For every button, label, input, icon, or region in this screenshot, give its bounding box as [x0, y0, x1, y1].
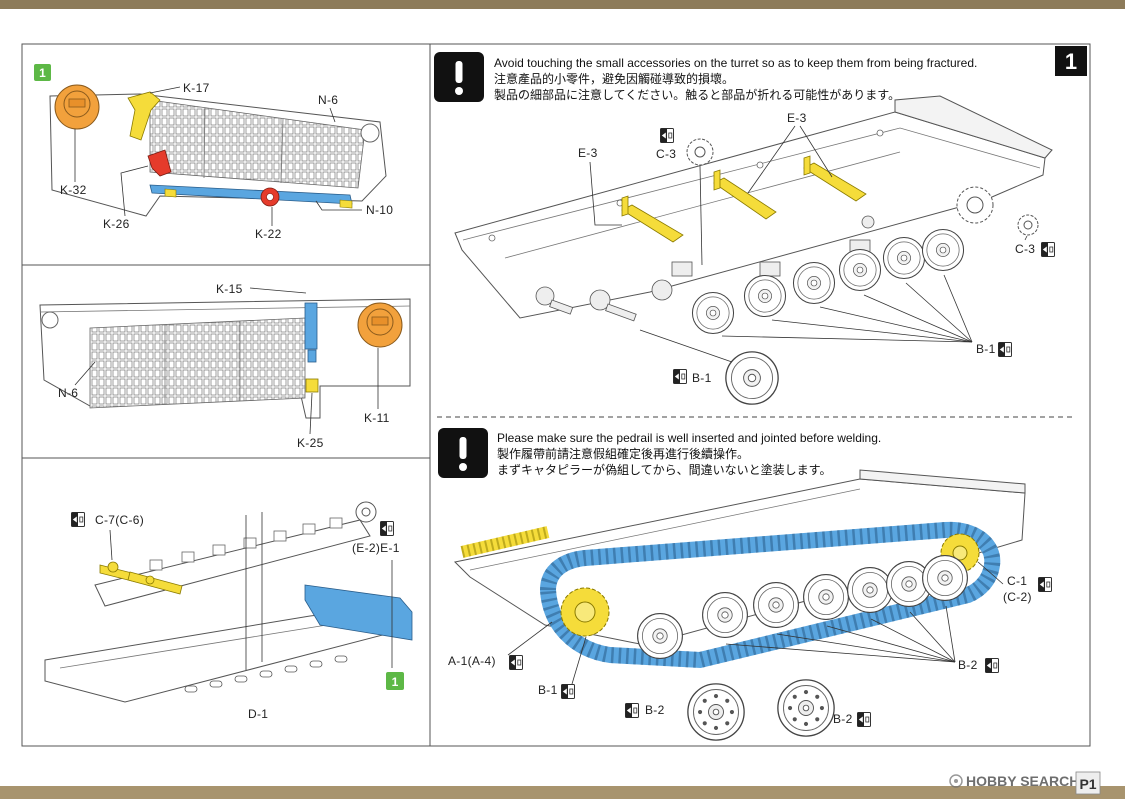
label-c7-c6: C-7(C-6)	[95, 513, 144, 527]
sprue-icon	[998, 342, 1012, 357]
section-track-assembly: Please make sure the pedrail is well ins…	[438, 428, 1052, 741]
part-c7-yellow	[99, 561, 183, 595]
part-c3-sprocket	[686, 138, 714, 166]
page-number: P1	[1079, 776, 1096, 792]
sprue-icon	[1041, 242, 1055, 257]
wheel-mounts	[149, 517, 343, 571]
page-frame	[21, 43, 1091, 747]
warning-text-ja: まずキャタピラーが偽組してから、間違いないと塗装します。	[497, 462, 831, 477]
label-k11: K-11	[364, 411, 390, 425]
label-b1-right: B-1	[976, 342, 996, 356]
label-e2-e1: (E-2)E-1	[352, 541, 400, 555]
watermark-logo-icon	[949, 774, 963, 788]
part-k26-red	[147, 149, 172, 177]
label-e3-top: E-3	[787, 111, 807, 125]
tow-hook-detail	[41, 311, 59, 329]
label-d1: D-1	[248, 707, 268, 721]
warning-icon	[438, 428, 488, 478]
step-number: 1	[1065, 49, 1077, 74]
label-k22: K-22	[255, 227, 282, 241]
warning-text-zh: 注意產品的小零件，避免因觸碰導致的損壞。	[494, 71, 734, 86]
part-k32-orange	[54, 84, 100, 130]
top-border-band	[0, 0, 1125, 9]
part-k11-orange	[357, 302, 403, 348]
suspension-arms	[535, 215, 875, 322]
label-e3-left: E-3	[578, 146, 598, 160]
sprue-icon	[625, 703, 639, 718]
sprue-icon	[1038, 577, 1052, 592]
part-e3-bars-yellow	[621, 155, 867, 243]
axle-stubs	[184, 655, 348, 693]
bottom-border-band	[0, 786, 1125, 799]
label-n6: N-6	[318, 93, 338, 107]
label-k15: K-15	[216, 282, 243, 296]
front-sprocket-yellow	[560, 587, 610, 637]
part-k15-blue	[304, 302, 318, 350]
warning-text-zh: 製作履帶前請注意假組確定後再進行後續操作。	[497, 446, 749, 461]
watermark-text: HOBBY SEARCH	[966, 773, 1079, 789]
warning-text-en: Avoid touching the small accessories on …	[494, 56, 977, 70]
step-badge-green: 1	[386, 672, 404, 690]
badge-number: 1	[39, 66, 46, 80]
sprue-icon	[380, 521, 394, 536]
panel-bottom-hull-side: C-7(C-6) (E-2)E-1 D-1 1	[44, 501, 413, 721]
page-number-box	[1075, 771, 1101, 795]
part-blue-fender	[304, 584, 413, 641]
label-c1: C-1	[1007, 574, 1027, 588]
warning-icon	[434, 52, 484, 102]
road-wheel-b2-separate	[777, 679, 835, 737]
rear-grille	[89, 317, 306, 409]
label-k26: K-26	[103, 217, 130, 231]
sprue-icon	[561, 684, 575, 699]
road-wheel-b2-separate	[687, 683, 745, 741]
label-b2-left: B-2	[645, 703, 665, 717]
sprue-icon	[71, 512, 85, 527]
part-k17-yellow	[127, 91, 161, 141]
label-b1-left: B-1	[692, 371, 712, 385]
label-n10: N-10	[366, 203, 393, 217]
sprue-icon	[857, 712, 871, 727]
label-c2: (C-2)	[1003, 590, 1032, 604]
warning-text-en: Please make sure the pedrail is well ins…	[497, 431, 881, 445]
label-k32: K-32	[60, 183, 87, 197]
label-b1: B-1	[538, 683, 558, 697]
badge-number: 1	[392, 675, 399, 689]
part-c3-sprocket-right	[1017, 214, 1039, 236]
road-wheel-b1-separate	[725, 351, 779, 405]
label-b2-right: B-2	[958, 658, 978, 672]
step-number-box: 1	[1055, 46, 1087, 76]
part-k22-red	[260, 187, 280, 207]
sprue-icon	[985, 658, 999, 673]
sprue-icon	[509, 655, 523, 670]
footer: HOBBY SEARCH P1	[949, 771, 1101, 795]
step-badge-green: 1	[34, 64, 51, 81]
label-a1-a4: A-1(A-4)	[448, 654, 496, 668]
label-c3-right: C-3	[1015, 242, 1035, 256]
sprue-icon	[673, 369, 687, 384]
part-k25-yellow	[305, 378, 319, 393]
label-k25: K-25	[297, 436, 324, 450]
label-n6: N-6	[58, 386, 78, 400]
label-b2-bottom: B-2	[833, 712, 853, 726]
section-turret-suspension: Avoid touching the small accessories on …	[434, 46, 1087, 405]
engine-grille	[149, 99, 366, 189]
hatch-detail	[360, 123, 380, 143]
panel-mid-rear-plate: K-15 N-6 K-11 K-25	[39, 282, 411, 450]
panel-top-engine-deck: 1 K-17 N-6 K-32 K-26 K-22 N-10	[34, 64, 393, 241]
sprue-icon	[660, 128, 674, 143]
warning-text-ja: 製品の細部品に注意してください。触ると部品が折れる可能性があります。	[494, 87, 900, 102]
label-c3-top: C-3	[656, 147, 676, 161]
label-k17: K-17	[183, 81, 210, 95]
drive-sprocket	[956, 186, 994, 224]
